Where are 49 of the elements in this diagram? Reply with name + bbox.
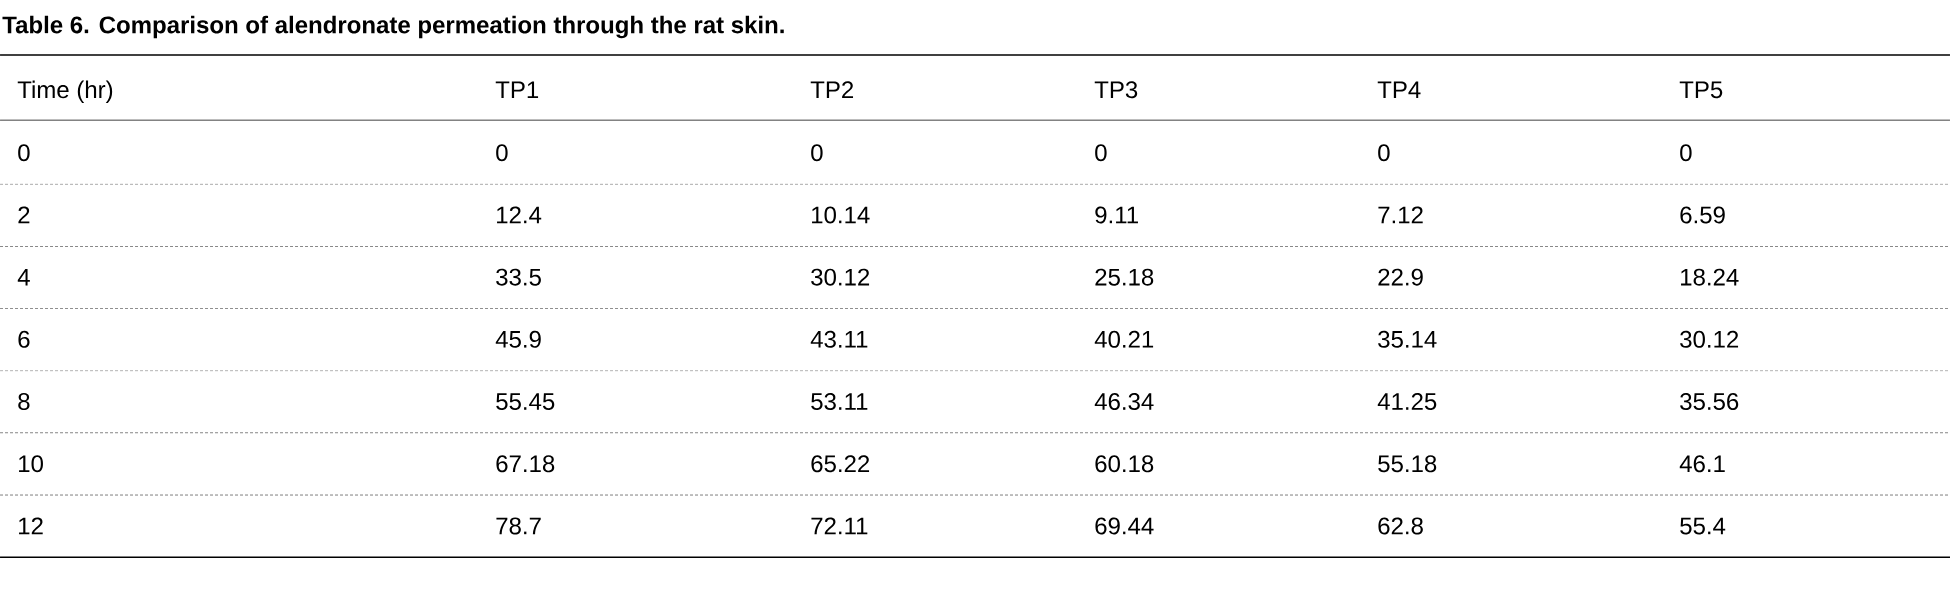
column-header: Time (hr) [17,80,113,103]
data-value: 0 [1095,144,1107,162]
data-value: 35.14 [1378,330,1437,348]
data-value: 62.8 [1378,517,1423,535]
data-value: 30.12 [1680,330,1739,348]
table-title: Table 6. Comparison of alendronate permeation through the rat skin. [2,15,784,39]
data-value: 0 [1378,144,1390,162]
data-value: 46.1 [1679,455,1725,473]
data-value: 78.7 [496,517,541,535]
data-value: 25.18 [1095,268,1154,286]
data-value: 10.14 [812,206,870,224]
data-value: 18.24 [1681,268,1739,286]
data-value: 55.18 [1378,455,1437,473]
data-value: 0 [1680,144,1692,162]
data-value: 12 [19,517,43,535]
data-value: 55.45 [496,393,555,411]
data-value: 35.56 [1680,393,1739,411]
data-value: 45.9 [495,330,541,348]
data-value: 2 [18,206,30,224]
data-value: 40.21 [1094,330,1154,348]
data-value: 46.34 [1094,393,1154,411]
data-value: 7.12 [1378,206,1423,224]
data-value: 0 [811,144,823,162]
data-value: 0 [496,144,508,162]
data-value: 0 [18,144,30,162]
data-value: 67.18 [496,455,555,473]
data-value: 10 [19,455,43,473]
data-value: 53.11 [811,393,868,411]
data-value: 72.11 [811,517,868,535]
data-value: 9.11 [1095,206,1138,224]
data-value: 69.44 [1095,517,1154,535]
data-value: 60.18 [1095,455,1154,473]
data-value: 12.4 [497,206,542,224]
column-header: TP1 [495,81,539,98]
data-value: 4 [17,268,30,286]
column-header: TP5 [1679,81,1723,99]
column-header: TP4 [1377,81,1421,98]
data-value: 6 [18,330,30,348]
data-value: 6.59 [1680,206,1725,224]
data-value: 33.5 [496,268,541,286]
data-value: 43.11 [810,330,868,348]
data-value: 30.12 [811,268,870,286]
data-value: 22.9 [1378,268,1423,286]
column-header: TP2 [810,81,854,98]
data-value: 8 [18,393,30,411]
column-header: TP3 [1094,81,1138,99]
data-value: 41.25 [1377,393,1437,411]
data-value: 65.22 [811,455,870,473]
data-value: 55.4 [1680,517,1726,535]
